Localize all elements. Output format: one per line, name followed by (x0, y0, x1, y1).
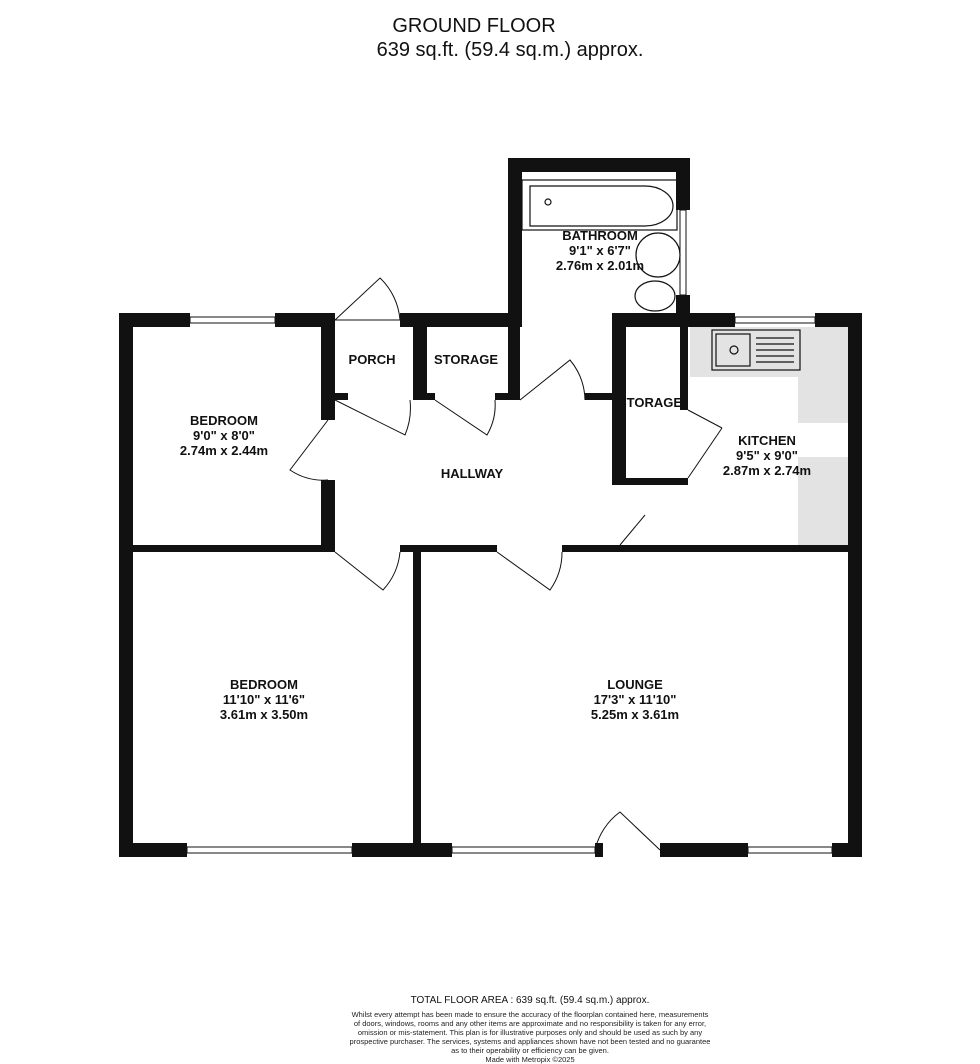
room-imperial: 17'3" x 11'10" (593, 692, 677, 707)
room-name: BATHROOM (562, 228, 638, 243)
toilet-icon (634, 280, 676, 312)
room-hallway: HALLWAY (440, 466, 504, 481)
disclaimer-line: omission or mis-statement. This plan is … (357, 1028, 703, 1037)
made-with: Made with Metropix ©2025 (485, 1055, 575, 1064)
room-name: BEDROOM (230, 677, 298, 692)
kitchen-sink-icon (711, 329, 801, 371)
bathtub-icon (521, 179, 678, 231)
room-kitchen: KITCHEN 9'5" x 9'0" 2.87m x 2.74m (723, 433, 811, 478)
fixtures (521, 179, 801, 371)
doors (289, 277, 723, 851)
sink-icon (635, 232, 681, 278)
disclaimer-line: Whilst every attempt has been made to en… (351, 1010, 709, 1019)
room-name: LOUNGE (607, 677, 663, 692)
room-imperial: 9'5" x 9'0" (736, 448, 798, 463)
room-porch: PORCH (348, 352, 396, 367)
room-metric: 2.74m x 2.44m (179, 443, 269, 458)
room-lounge: LOUNGE 17'3" x 11'10" 5.25m x 3.61m (591, 677, 679, 722)
room-storage-kitchen: STORAGE (617, 395, 683, 410)
room-name: KITCHEN (738, 433, 796, 448)
disclaimer: Whilst every attempt has been made to en… (0, 1010, 980, 1064)
room-bathroom: BATHROOM 9'1" x 6'7" 2.76m x 2.01m (556, 228, 644, 273)
room-name: BEDROOM (190, 413, 258, 428)
floor-area: 639 sq.ft. (59.4 sq.m.) approx. (376, 39, 644, 61)
kitchen-counters (690, 327, 848, 545)
room-metric: 2.76m x 2.01m (555, 258, 645, 273)
disclaimer-line: as to their operability or efficiency ca… (451, 1046, 609, 1055)
floor-title: GROUND FLOOR (392, 15, 556, 37)
room-imperial: 9'1" x 6'7" (569, 243, 631, 258)
windows (186, 209, 833, 854)
room-bedroom-2: BEDROOM 11'10" x 11'6" 3.61m x 3.50m (220, 677, 308, 722)
room-metric: 5.25m x 3.61m (590, 707, 680, 722)
room-imperial: 11'10" x 11'6" (222, 692, 306, 707)
room-bedroom-1: BEDROOM 9'0" x 8'0" 2.74m x 2.44m (180, 413, 268, 458)
room-metric: 3.61m x 3.50m (219, 707, 309, 722)
room-imperial: 9'0" x 8'0" (193, 428, 255, 443)
disclaimer-line: prospective purchaser. The services, sys… (349, 1037, 711, 1046)
room-storage: STORAGE (433, 352, 499, 367)
disclaimer-line: of doors, windows, rooms and any other i… (353, 1019, 707, 1028)
total-floor-area: TOTAL FLOOR AREA : 639 sq.ft. (59.4 sq.m… (410, 995, 650, 1006)
room-metric: 2.87m x 2.74m (722, 463, 812, 478)
walls (119, 158, 862, 857)
